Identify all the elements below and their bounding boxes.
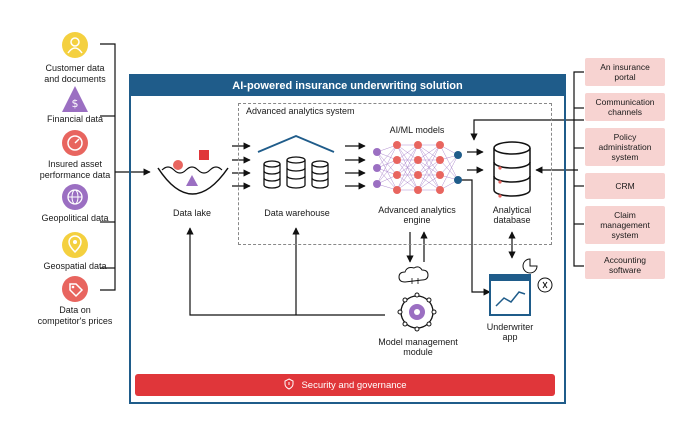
gauge-icon (62, 130, 88, 156)
price-tag-icon (62, 276, 88, 302)
model-management-label: Model management module (378, 337, 458, 357)
source-customer-data: Customer data and documents (44, 63, 106, 84)
data-lake-icon (157, 150, 229, 195)
data-warehouse-icon (257, 135, 335, 189)
analytics-system-label: Advanced analytics system (246, 106, 355, 116)
security-governance-bar: Security and governance (135, 374, 555, 396)
source-competitor-prices: Data on competitor's prices (37, 305, 113, 326)
target-crm: CRM (585, 173, 665, 199)
solution-title: AI-powered insurance underwriting soluti… (131, 76, 564, 96)
person-icon (62, 32, 88, 58)
target-claim-management: Claim management system (585, 206, 665, 244)
target-accounting-software: Accounting software (585, 251, 665, 279)
analytics-engine-label: Advanced analytics engine (378, 205, 456, 225)
source-geospatial: Geospatial data (43, 261, 107, 271)
underwriter-app-icon (489, 258, 553, 316)
source-insured-asset: Insured asset performance data (39, 159, 111, 180)
data-lake-label: Data lake (172, 208, 212, 218)
shield-icon (283, 377, 295, 393)
svg-text:$: $ (72, 97, 79, 110)
solution-frame: AI-powered insurance underwriting soluti… (129, 74, 566, 404)
source-geopolitical: Geopolitical data (41, 213, 109, 223)
analytical-database-icon (493, 141, 531, 198)
target-insurance-portal: An insurance portal (585, 58, 665, 86)
target-communication-channels: Communication channels (585, 93, 665, 121)
target-policy-administration: Policy administration system (585, 128, 665, 166)
ai-ml-models-label: AI/ML models (389, 125, 445, 135)
data-warehouse-label: Data warehouse (264, 208, 330, 218)
analytics-system-box (238, 103, 552, 245)
analytical-database-label: Analytical database (492, 205, 532, 225)
model-management-icon (397, 266, 437, 332)
neural-network-icon (373, 141, 462, 194)
underwriter-app-label: Underwriter app (486, 322, 534, 342)
location-pin-icon (62, 232, 88, 258)
security-label: Security and governance (301, 379, 407, 391)
source-financial-data: Financial data (46, 114, 104, 124)
globe-icon (62, 184, 88, 210)
